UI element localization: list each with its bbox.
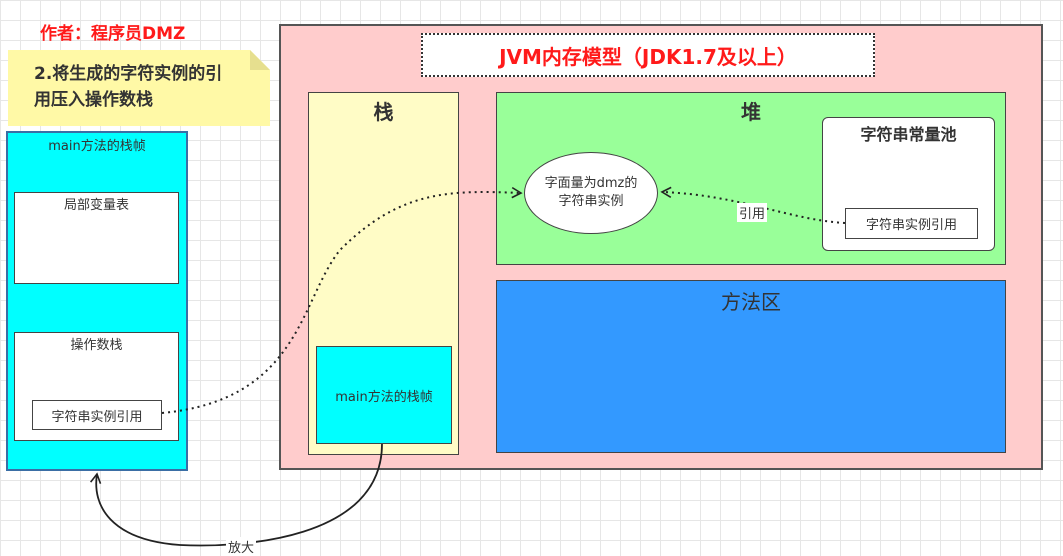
operand-stack-label: 操作数栈 bbox=[70, 338, 123, 353]
zoom-arrow bbox=[90, 443, 383, 547]
local-variable-table bbox=[14, 192, 179, 284]
operand-ref-to-literal-arrow bbox=[161, 186, 523, 414]
step-note: 2.将生成的字符实例的引 用压入操作数栈 bbox=[8, 50, 270, 126]
heap-label: 堆 bbox=[741, 100, 761, 124]
step-note-line1: 2.将生成的字符实例的引 bbox=[34, 64, 223, 84]
method-area bbox=[496, 280, 1006, 453]
main-stack-frame-title: main方法的栈帧 bbox=[48, 139, 146, 154]
string-literal-instance: 字面量为dmz的 字符串实例 bbox=[524, 152, 658, 234]
string-literal-line1: 字面量为dmz的 bbox=[544, 176, 638, 191]
stack-label: 栈 bbox=[373, 100, 394, 124]
zoom-edge-label: 放大 bbox=[226, 537, 257, 556]
string-instance-ref-pool: 字符串实例引用 bbox=[845, 208, 978, 239]
string-literal-line2: 字符串实例 bbox=[558, 194, 624, 209]
jvm-title: JVM内存模型（JDK1.7及以上） bbox=[421, 33, 875, 77]
method-area-label: 方法区 bbox=[721, 290, 781, 314]
stack-main-frame: main方法的栈帧 bbox=[316, 346, 452, 444]
step-note-line2: 用压入操作数栈 bbox=[34, 90, 153, 110]
reference-edge-label: 引用 bbox=[737, 203, 768, 222]
string-instance-ref-operand: 字符串实例引用 bbox=[32, 400, 162, 430]
local-variable-table-label: 局部变量表 bbox=[63, 198, 129, 213]
author-label: 作者：程序员DMZ bbox=[40, 24, 186, 44]
string-constant-pool-label: 字符串常量池 bbox=[860, 125, 957, 144]
